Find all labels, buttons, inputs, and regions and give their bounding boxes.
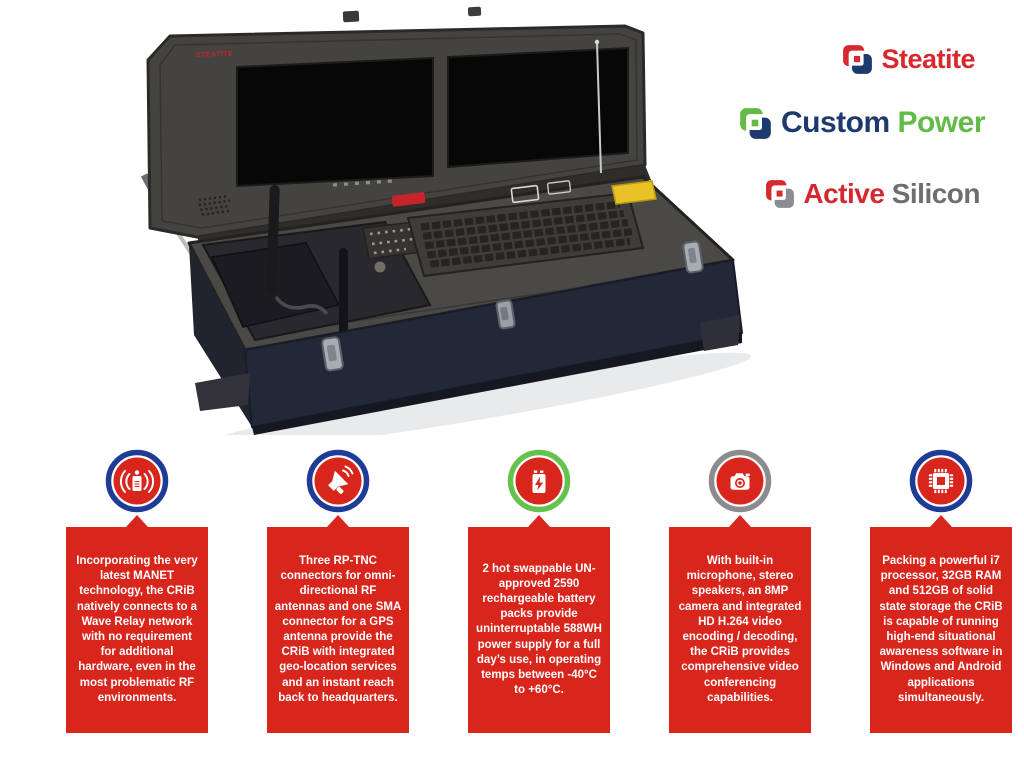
- custom-power-logo-icon: [740, 107, 771, 139]
- battery-icon: [506, 448, 572, 514]
- lid-clasp: [467, 6, 482, 17]
- logo-active-silicon: Active Silicon: [765, 178, 981, 210]
- case-shadow: [188, 352, 752, 435]
- steatite-logo-icon: [843, 45, 873, 74]
- rugged-case-illustration: STEATITE: [140, 6, 752, 435]
- manet-radio-icon: [104, 448, 170, 514]
- front-latch: [682, 240, 704, 274]
- feature-text: 2 hot swappable UN-approved 2590 recharg…: [476, 562, 602, 697]
- feature-card: Three RP-TNC connectors for omni-directi…: [267, 527, 409, 733]
- rf-antenna-icon: [305, 448, 371, 514]
- right-display: [447, 46, 629, 169]
- feature-text: Packing a powerful i7 processor, 32GB RA…: [879, 555, 1003, 704]
- antenna-mast: [339, 248, 348, 340]
- front-latch: [495, 299, 516, 330]
- feature-text: With built-in microphone, stereo speaker…: [678, 555, 802, 704]
- product-photo: STEATITE: [80, 5, 760, 435]
- cpu-chip-icon: [908, 448, 974, 514]
- connector: [374, 261, 386, 273]
- antenna-mast: [266, 185, 280, 293]
- deck-label: [546, 180, 572, 195]
- panel-buttons: [369, 227, 415, 255]
- logo-text: Active: [803, 178, 892, 209]
- lid-clasp: [342, 10, 360, 23]
- left-display: [236, 56, 434, 188]
- feature-card: Packing a powerful i7 processor, 32GB RA…: [870, 527, 1012, 733]
- feature-antennas: Three RP-TNC connectors for omni-directi…: [267, 448, 409, 733]
- case-foot: [700, 315, 740, 351]
- feature-text: Three RP-TNC connectors for omni-directi…: [274, 555, 402, 704]
- deck-label: [510, 184, 540, 204]
- front-latch: [321, 336, 344, 372]
- feature-callouts: Incorporating the very latest MANET tech…: [66, 448, 1012, 733]
- active-silicon-logo-icon: [766, 180, 795, 208]
- feature-manet: Incorporating the very latest MANET tech…: [66, 448, 208, 733]
- feature-processor: Packing a powerful i7 processor, 32GB RA…: [870, 448, 1012, 733]
- lid-brand-label: STEATITE: [196, 51, 234, 59]
- case-foot: [195, 373, 250, 411]
- logo-text: Power: [897, 106, 985, 139]
- whip-antenna: [596, 42, 602, 174]
- camera-icon: [707, 448, 773, 514]
- feature-card: 2 hot swappable UN-approved 2590 recharg…: [468, 527, 610, 733]
- stowed-cable: [274, 295, 329, 316]
- keyboard-keys: [420, 200, 633, 268]
- logo-text: Steatite: [881, 44, 975, 74]
- red-switch: [391, 192, 426, 207]
- feature-card: Incorporating the very latest MANET tech…: [66, 527, 208, 733]
- logo-steatite: Steatite: [842, 44, 975, 75]
- logo-custom-power: Custom Power: [739, 106, 985, 140]
- feature-camera: With built-in microphone, stereo speaker…: [669, 448, 811, 733]
- feature-card: With built-in microphone, stereo speaker…: [669, 527, 811, 733]
- logo-text: Custom: [780, 106, 898, 139]
- logo-text: Silicon: [891, 178, 981, 209]
- warning-label: [611, 180, 657, 205]
- feature-text: Incorporating the very latest MANET tech…: [76, 555, 198, 704]
- feature-battery: 2 hot swappable UN-approved 2590 recharg…: [468, 448, 610, 733]
